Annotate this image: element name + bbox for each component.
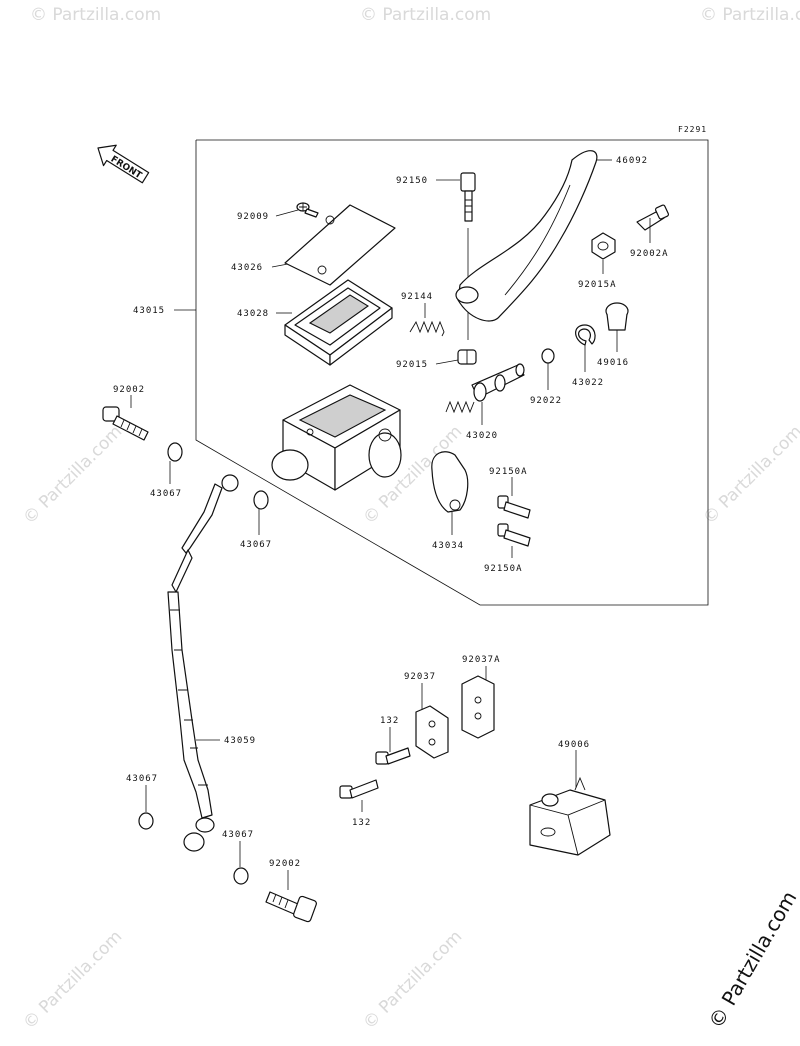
figure-code: F2291 [678,125,707,134]
bracket-92037 [415,705,449,759]
nut-92015A [591,232,616,260]
label-92002-bot: 92002 [269,859,301,869]
label-92150A-top: 92150A [489,467,528,477]
label-92015: 92015 [396,360,428,370]
bolt-92150A-lower [497,523,531,547]
label-92002-top: 92002 [113,385,145,395]
bolt-132-top [375,747,411,765]
circlip-43022 [575,324,596,346]
bolt-92150A-upper [497,495,531,519]
label-49016: 49016 [597,358,629,368]
bolt-132-bottom [339,779,379,799]
spring-92144 [409,320,445,337]
cover-49006 [529,776,611,856]
brake-hose-43059 [167,474,239,852]
label-92037A: 92037A [462,655,501,665]
watermark-8: © Partzilla.com [359,927,466,1034]
watermark-6: © Partzilla.com [699,422,800,529]
label-92037: 92037 [404,672,436,682]
label-43067-b: 43067 [240,540,272,550]
label-92015A: 92015A [578,280,617,290]
screw-92009 [296,202,319,218]
bracket-92037A [461,675,495,739]
banjo-bolt-92002-top [102,406,149,441]
washer-43067-a [167,442,183,462]
lever-46092 [455,150,598,322]
nut-92015 [457,349,477,365]
reservoir-cap-43026 [284,204,396,286]
label-92144: 92144 [401,292,433,302]
label-43067-a: 43067 [150,489,182,499]
label-43067-c: 43067 [126,774,158,784]
label-43015: 43015 [133,306,165,316]
bolt-92002A [636,204,670,231]
watermark-layer: © Partzilla.com © Partzilla.com © Partzi… [19,5,800,1034]
label-43034: 43034 [432,541,464,551]
label-92002A: 92002A [630,249,669,259]
front-arrow-icon: FRONT [97,144,150,184]
master-cylinder-43015 [271,384,402,491]
washer-43067-b [253,490,269,510]
diaphragm-43028 [284,279,393,366]
label-43022: 43022 [572,378,604,388]
label-92150: 92150 [396,176,428,186]
boot-49016 [605,302,629,331]
watermark-corner: © Partzilla.com [704,887,800,1033]
bolt-92150 [460,172,476,340]
label-43020: 43020 [466,431,498,441]
label-46092: 46092 [616,156,648,166]
watermark-2: © Partzilla.com [360,5,491,25]
washer-92022 [541,348,555,364]
label-92009: 92009 [237,212,269,222]
washer-43067-d [233,867,249,885]
label-92150A-bot: 92150A [484,564,523,574]
label-92022: 92022 [530,396,562,406]
banjo-bolt-92002-bottom [265,891,317,923]
assembly-boundary [195,139,709,606]
clamp-43034 [431,451,469,513]
watermark-4: © Partzilla.com [19,422,126,529]
piston-43020 [445,363,525,414]
watermark-1: © Partzilla.com [30,5,161,25]
label-49006: 49006 [558,740,590,750]
label-43028: 43028 [237,309,269,319]
leader-lines [130,159,651,890]
watermark-3: © Partzilla.com [700,5,800,25]
label-43067-d: 43067 [222,830,254,840]
washer-43067-c [138,812,154,830]
part-labels: 46092 92150 92009 92002A 43026 92015A 92… [113,156,669,869]
label-132-bot: 132 [352,818,371,828]
watermark-7: © Partzilla.com [19,927,126,1034]
label-43026: 43026 [231,263,263,273]
label-43059: 43059 [224,736,256,746]
label-132-top: 132 [380,716,399,726]
